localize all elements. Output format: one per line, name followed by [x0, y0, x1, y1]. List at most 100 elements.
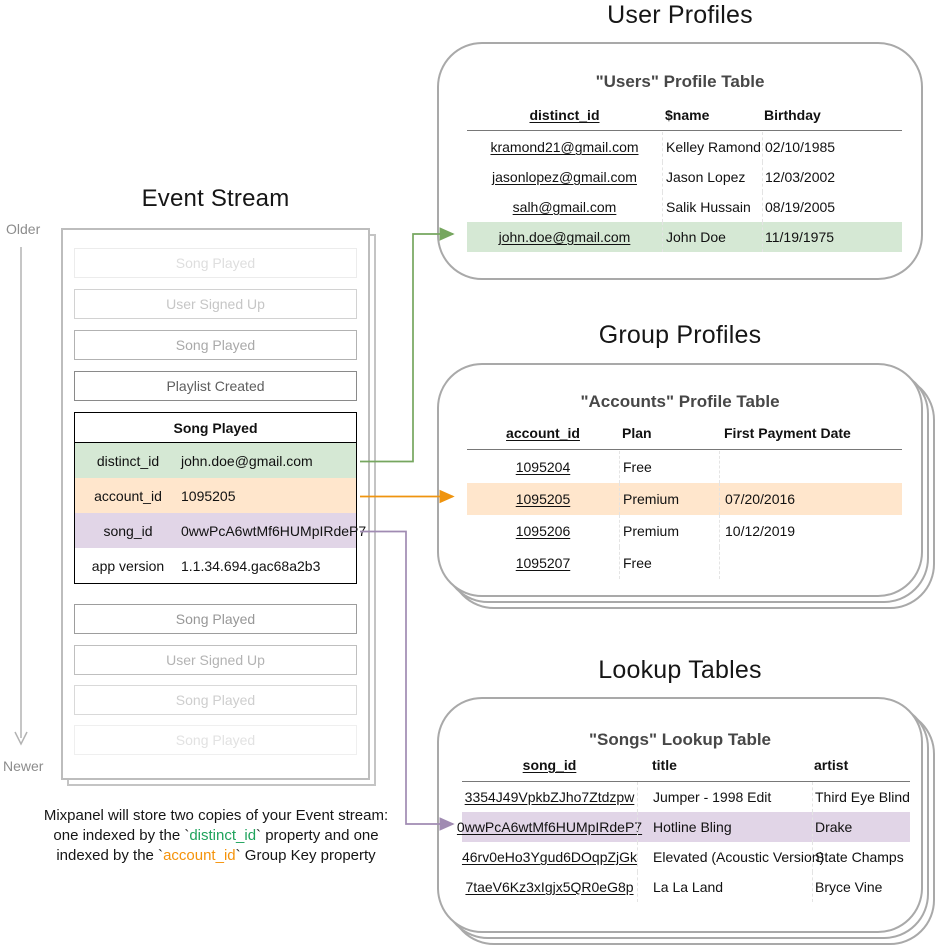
table-cell: 02/10/1985 [762, 132, 902, 162]
users-profile-card: "Users" Profile Table distinct_id $name … [437, 42, 923, 280]
table-cell: Elevated (Acoustic Version) [637, 842, 824, 872]
table-row: 7taeV6Kz3xIgjx5QR0eG8p La La Land Bryce … [462, 872, 910, 902]
note-text: indexed by the ` [56, 847, 164, 864]
event-box: Song Played [74, 604, 357, 634]
table-cell: Third Eye Blind [812, 782, 910, 812]
highlighted-table-row: 0wwPcA6wtMf6HUMpIRdeP7 Hotline Bling Dra… [456, 812, 910, 842]
property-value: 0wwPcA6wtMf6HUMpIRdeP7 [181, 522, 367, 539]
expanded-event-name: Song Played [75, 413, 356, 443]
property-value: john.doe@gmail.com [181, 452, 313, 469]
column-header: distinct_id [529, 107, 600, 123]
footer-note-line3: indexed by the `account_id` Group Key pr… [36, 846, 396, 866]
table-cell: Jason Lopez [662, 162, 762, 192]
table-row: 3354J49VpkbZJho7Ztdzpw Jumper - 1998 Edi… [462, 782, 910, 812]
column-header: $name [665, 107, 710, 123]
songs-table-header: song_id title artist [462, 750, 910, 780]
property-value: 1095205 [181, 487, 236, 504]
group-profiles-title: Group Profiles [598, 321, 762, 349]
property-key: app version [91, 557, 165, 574]
event-box: Song Played [74, 330, 357, 360]
event-box: Song Played [74, 725, 357, 755]
table-row: 46rv0eHo3Ygud6DOqpZjGk Elevated (Acousti… [462, 842, 910, 872]
header-separator [462, 781, 910, 782]
property-key: song_id [103, 522, 153, 539]
table-row: jasonlopez@gmail.com Jason Lopez 12/03/2… [467, 162, 902, 192]
table-cell [719, 547, 902, 579]
footer-note-line1: Mixpanel will store two copies of your E… [43, 807, 389, 824]
users-table-header: distinct_id $name Birthday [467, 100, 902, 130]
table-cell: Free [619, 451, 719, 483]
event-property-row: app version 1.1.34.694.gac68a2b3 [75, 548, 356, 583]
column-header: title [652, 757, 677, 773]
header-separator [467, 449, 902, 450]
table-cell: 46rv0eHo3Ygud6DOqpZjGk [461, 849, 638, 865]
column-header: First Payment Date [724, 425, 851, 441]
table-cell: john.doe@gmail.com [498, 229, 631, 245]
note-text: ` Group Key property [235, 847, 376, 864]
table-row: 1095204 Free [467, 451, 902, 483]
event-box: Song Played [74, 685, 357, 715]
table-cell: 0wwPcA6wtMf6HUMpIRdeP7 [456, 819, 643, 835]
accounts-table-title: "Accounts" Profile Table [580, 392, 780, 411]
event-property-row: account_id 1095205 [75, 478, 356, 513]
footer-note-line2: one indexed by the `distinct_id` propert… [36, 826, 396, 846]
older-label: Older [6, 221, 41, 237]
accounts-profile-card: "Accounts" Profile Table account_id Plan… [437, 363, 923, 597]
table-cell: 1095205 [515, 491, 571, 507]
event-box: Playlist Created [74, 371, 357, 401]
table-cell: 1095204 [515, 459, 571, 475]
table-row: kramond21@gmail.com Kelley Ramond 02/10/… [467, 132, 902, 162]
accounts-table-header: account_id Plan First Payment Date [467, 418, 902, 448]
column-header: Plan [622, 425, 652, 441]
table-row: salh@gmail.com Salik Hussain 08/19/2005 [467, 192, 902, 222]
table-cell: 1095207 [515, 555, 571, 571]
header-separator [467, 130, 902, 131]
note-text: one indexed by the ` [53, 827, 190, 844]
songs-table-title: "Songs" Lookup Table [588, 730, 772, 749]
table-cell: 1095206 [515, 523, 571, 539]
songs-lookup-card: "Songs" Lookup Table song_id title artis… [437, 697, 923, 933]
table-cell: Kelley Ramond [662, 132, 762, 162]
table-cell: jasonlopez@gmail.com [492, 169, 637, 185]
lookup-tables-title: Lookup Tables [598, 656, 762, 684]
timeline-down-arrow-icon [14, 731, 28, 746]
table-cell: 08/19/2005 [762, 192, 902, 222]
highlighted-table-row: john.doe@gmail.com John Doe 11/19/1975 [467, 222, 902, 252]
distinct-id-key-text: distinct_id [189, 827, 257, 844]
table-cell: kramond21@gmail.com [490, 139, 639, 155]
event-stream-container: Song Played User Signed Up Song Played P… [61, 228, 370, 780]
user-profiles-title: User Profiles [607, 1, 753, 29]
footer-note: Mixpanel will store two copies of your E… [36, 806, 396, 866]
note-text: ` property and one [256, 827, 379, 844]
newer-label: Newer [3, 758, 44, 774]
account-id-key-text: account_id [163, 847, 236, 864]
table-cell: Hotline Bling [637, 812, 812, 842]
table-cell: 12/03/2002 [762, 162, 902, 192]
event-property-row: distinct_id john.doe@gmail.com [75, 443, 356, 478]
table-cell: Premium [619, 483, 719, 515]
table-cell [719, 451, 902, 483]
table-cell: 3354J49VpkbZJho7Ztdzpw [464, 789, 635, 805]
highlighted-table-row: 1095205 Premium 07/20/2016 [467, 483, 902, 515]
table-cell: State Champs [812, 842, 910, 872]
table-cell: Jumper - 1998 Edit [637, 782, 812, 812]
column-header: account_id [506, 425, 580, 441]
table-cell: salh@gmail.com [512, 199, 617, 215]
property-key: account_id [94, 487, 162, 504]
table-cell: Premium [619, 515, 719, 547]
table-cell: La La Land [637, 872, 812, 902]
table-cell: 7taeV6Kz3xIgjx5QR0eG8p [465, 879, 634, 895]
table-cell: John Doe [662, 222, 762, 252]
expanded-event-card: Song Played distinct_id john.doe@gmail.c… [74, 412, 366, 584]
table-cell: Salik Hussain [662, 192, 762, 222]
table-cell: 10/12/2019 [719, 515, 902, 547]
table-cell: 11/19/1975 [762, 222, 902, 252]
table-row: 1095206 Premium 10/12/2019 [467, 515, 902, 547]
table-cell: 07/20/2016 [719, 483, 902, 515]
property-key: distinct_id [96, 452, 160, 469]
event-stream-title: Event Stream [141, 185, 290, 212]
column-header: song_id [522, 757, 577, 773]
table-cell: Free [619, 547, 719, 579]
table-row: 1095207 Free [467, 547, 902, 579]
